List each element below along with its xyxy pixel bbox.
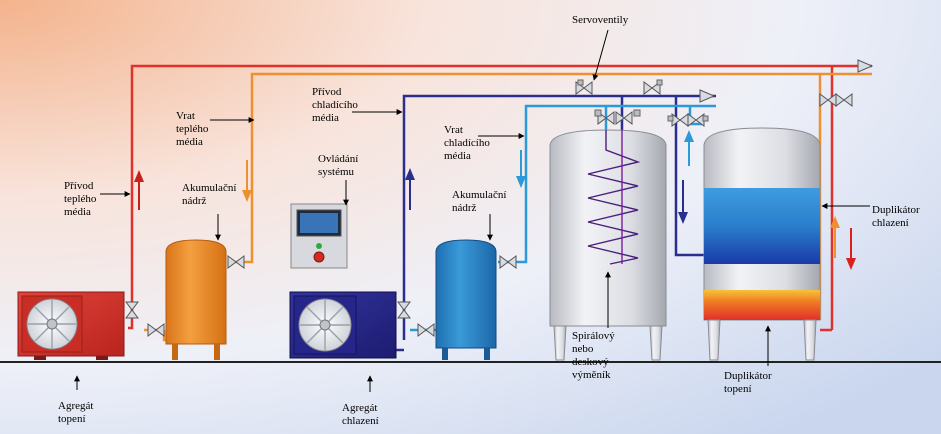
valve (227, 255, 245, 269)
flow-arrows (134, 130, 856, 270)
label-arrows (74, 29, 870, 392)
label-line: topení (724, 383, 752, 395)
label-line: chlazení (342, 415, 379, 427)
flow-arrow-orange-down (242, 160, 252, 202)
cooling-accumulation-tank (435, 239, 497, 360)
control-panel (290, 203, 348, 269)
cooling-jacket (704, 188, 820, 264)
label-line: média (64, 206, 91, 218)
label-control-system: Ovládání systému (318, 153, 358, 179)
label-accumulation-tank-heating: Akumulační nádrž (182, 182, 236, 208)
valve (835, 93, 853, 107)
valve (125, 301, 139, 319)
valve (597, 111, 615, 125)
jacketed-tank (703, 127, 821, 361)
heating-jacket (704, 290, 820, 320)
label-line: chladícího (312, 99, 358, 111)
label-line: Vrat (176, 110, 195, 122)
flow-arrow-red-down (846, 228, 856, 270)
label-line: nádrž (182, 195, 207, 207)
servo-actuators (577, 79, 709, 122)
label-line: nebo (572, 343, 594, 355)
label-line: Duplikátor (872, 204, 920, 216)
valves (125, 59, 874, 337)
label-line: Agregát (58, 400, 94, 412)
label-line: Akumulační (182, 182, 237, 194)
label-line: nádrž (452, 202, 477, 214)
label-line: média (444, 150, 471, 162)
label-cool-return: Vrat chladícího média (444, 124, 490, 163)
flow-arrow-cyan-down (516, 150, 526, 188)
label-line: Ovládání (318, 153, 359, 165)
flow-arrow-navy-down (678, 180, 688, 224)
flow-arrow-red-up (134, 170, 144, 210)
label-line: výměník (572, 369, 611, 381)
label-line: Servoventily (572, 14, 629, 26)
label-line: deskový (572, 356, 609, 368)
cooling-unit (289, 291, 397, 359)
valve (857, 59, 874, 73)
label-line: Spirálový (572, 330, 615, 342)
label-line: Vrat (444, 124, 463, 136)
label-line: Agregát (342, 402, 378, 414)
label-cooling-unit: Agregát chlazení (342, 402, 379, 428)
label-line: média (312, 112, 339, 124)
valve (615, 111, 633, 125)
label-cooling-jacket: Duplikátor chlazení (872, 204, 920, 230)
label-line: teplého (176, 123, 209, 135)
flow-arrow-navy-up (405, 168, 415, 210)
label-heating-jacket: Duplikátor topení (724, 370, 772, 396)
valve (687, 113, 705, 127)
valve (397, 301, 411, 319)
flow-arrow-cyan-up (684, 130, 694, 166)
valve (499, 255, 517, 269)
label-warm-return: Vrat teplého média (176, 110, 208, 149)
label-line: Duplikátor (724, 370, 772, 382)
label-servoventily: Servoventily (572, 14, 628, 27)
label-line: chladícího (444, 137, 490, 149)
label-hot-supply: Přívod teplého média (64, 180, 96, 219)
label-spiral-exchanger: Spirálový nebo deskový výměník (572, 330, 615, 382)
valve (699, 89, 716, 103)
spiral-exchanger-vessel (549, 129, 667, 361)
label-line: Akumulační (452, 189, 507, 201)
flow-arrow-orange-up (830, 216, 840, 258)
label-line: média (176, 136, 203, 148)
valve (643, 81, 661, 95)
heating-unit (17, 291, 125, 360)
label-line: Přívod (312, 86, 342, 98)
valve (147, 323, 165, 337)
label-line: teplého (64, 193, 97, 205)
label-accumulation-tank-cooling: Akumulační nádrž (452, 189, 506, 215)
label-line: topení (58, 413, 86, 425)
label-cold-supply: Přívod chladícího média (312, 86, 358, 125)
label-line: chlazení (872, 217, 909, 229)
label-line: Přívod (64, 180, 94, 192)
label-line: systému (318, 166, 355, 178)
valve (417, 323, 435, 337)
heating-accumulation-tank (165, 239, 227, 360)
label-heating-unit: Agregát topení (58, 400, 93, 426)
